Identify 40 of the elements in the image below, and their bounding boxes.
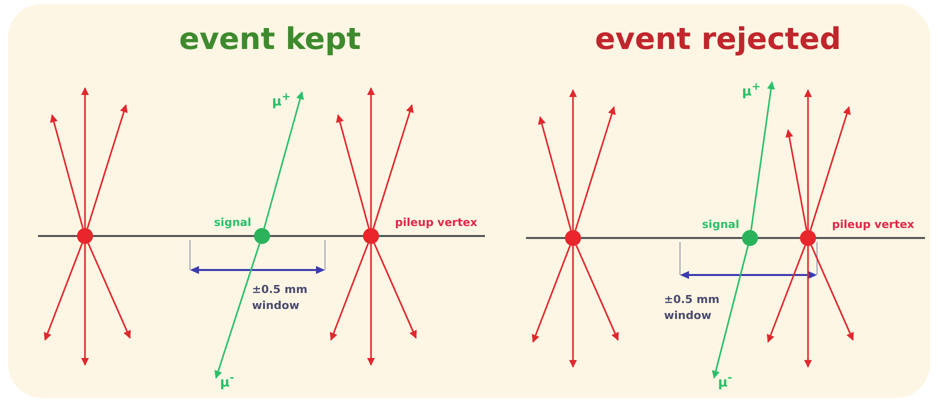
track-arrow: [372, 104, 414, 229]
track-arrow: [86, 104, 128, 229]
track-arrow: [50, 114, 84, 228]
track-arrow: [576, 245, 619, 341]
track-arrow: [569, 89, 577, 230]
track-arrow: [263, 91, 304, 228]
track-arrow: [804, 89, 812, 230]
particle-label: μ$^{+}$: [742, 80, 761, 100]
track-arrow: [574, 106, 616, 231]
track-arrow: [538, 116, 572, 230]
track-arrow: [374, 243, 417, 339]
particle-label: μ$^{-}$: [718, 371, 732, 390]
track-arrow: [81, 87, 89, 228]
track-arrow: [804, 246, 812, 368]
track-arrow: [44, 243, 83, 341]
track-arrow: [81, 244, 89, 366]
track-arrow: [750, 81, 775, 230]
track-arrow: [532, 245, 571, 343]
window-label: ±0.5 mm window: [664, 292, 720, 324]
particle-label: μ$^{-}$: [220, 371, 234, 390]
track-arrow: [336, 114, 370, 228]
track-arrow: [766, 245, 806, 343]
vertex-label: signal: [702, 218, 740, 231]
status-title: event kept: [179, 22, 361, 57]
track-arrow: [367, 244, 375, 366]
track-arrow: [785, 129, 808, 230]
track-arrow: [88, 243, 131, 339]
particle-label: μ$^{+}$: [272, 90, 291, 110]
track-arrow: [810, 245, 854, 341]
track-arrow: [569, 246, 577, 368]
track-arrow: [810, 106, 851, 231]
status-title: event rejected: [594, 22, 842, 57]
track-arrow: [367, 87, 375, 228]
track-arrow: [330, 243, 369, 341]
vertex-label: signal: [214, 216, 252, 229]
vertex-label: pileup vertex: [395, 216, 478, 229]
window-label: ±0.5 mm window: [252, 282, 308, 314]
track-arrow: [712, 246, 749, 379]
vertex-label: pileup vertex: [832, 218, 914, 231]
track-arrow: [214, 243, 260, 379]
